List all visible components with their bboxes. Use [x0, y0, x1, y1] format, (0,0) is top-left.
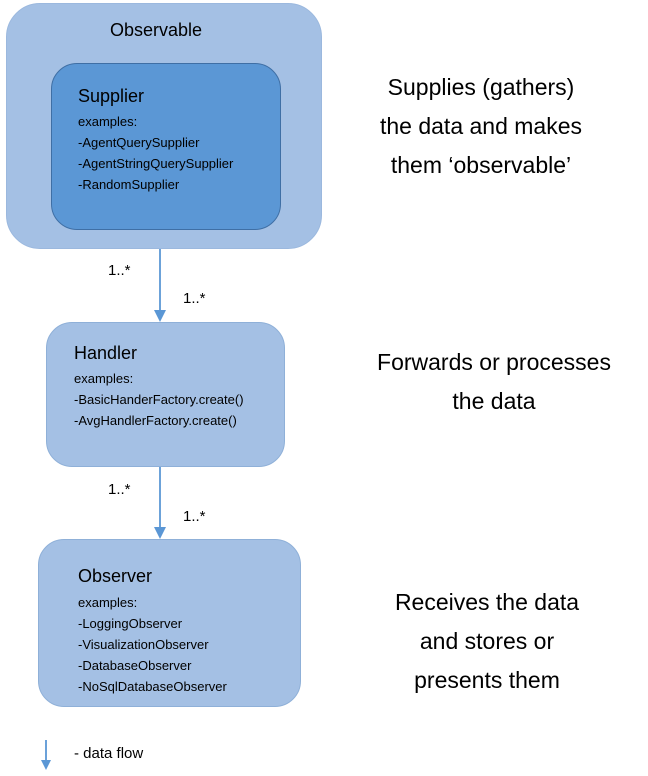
handler-examples-label: examples:	[74, 371, 134, 386]
description-line: Supplies (gathers)	[387, 74, 575, 100]
description-line: Receives the data	[394, 589, 580, 615]
handler-example: -AvgHandlerFactory.create()	[74, 413, 237, 428]
supplier-examples-label: examples:	[78, 114, 138, 129]
description-line: the data	[452, 388, 536, 414]
observer-description: Receives the data and stores or presents…	[345, 583, 629, 700]
handler-title: Handler	[74, 343, 138, 363]
description-line: Forwards or processes	[377, 349, 611, 375]
observer-examples: examples: -LoggingObserver -Visualizatio…	[78, 592, 227, 697]
observer-examples-label: examples:	[78, 595, 138, 610]
handler-box	[46, 322, 285, 467]
arrow-handler-to-observer	[154, 467, 166, 539]
multiplicity-label: 1..*	[183, 508, 206, 525]
supplier-examples: examples: -AgentQuerySupplier -AgentStri…	[78, 111, 233, 195]
description-line: them ‘observable’	[390, 152, 572, 178]
supplier-title: Supplier	[78, 86, 145, 106]
description-line: the data and makes	[379, 113, 583, 139]
observer-box	[38, 539, 301, 707]
handler-examples: examples: -BasicHanderFactory.create() -…	[74, 368, 244, 431]
description-line: and stores or	[419, 628, 555, 654]
handler-description: Forwards or processes the data	[352, 343, 636, 421]
observer-example: -NoSqlDatabaseObserver	[78, 679, 227, 694]
legend-arrow-icon	[41, 740, 51, 770]
multiplicity-label: 1..*	[108, 481, 131, 498]
handler-example: -BasicHanderFactory.create()	[74, 392, 244, 407]
supplier-example: -AgentStringQuerySupplier	[78, 156, 234, 171]
observer-example: -LoggingObserver	[78, 616, 183, 631]
observer-example: -DatabaseObserver	[78, 658, 192, 673]
observer-example: -VisualizationObserver	[78, 637, 209, 652]
observable-description: Supplies (gathers) the data and makes th…	[340, 68, 622, 185]
multiplicity-label: 1..*	[108, 262, 131, 279]
arrow-observable-to-handler	[154, 249, 166, 322]
supplier-example: -RandomSupplier	[78, 177, 180, 192]
legend-label: - data flow	[74, 745, 144, 762]
supplier-example: -AgentQuerySupplier	[78, 135, 200, 150]
supplier-box	[51, 63, 281, 230]
observable-title: Observable	[110, 20, 203, 40]
description-line: presents them	[414, 667, 560, 693]
multiplicity-label: 1..*	[183, 290, 206, 307]
observer-title: Observer	[78, 566, 153, 586]
